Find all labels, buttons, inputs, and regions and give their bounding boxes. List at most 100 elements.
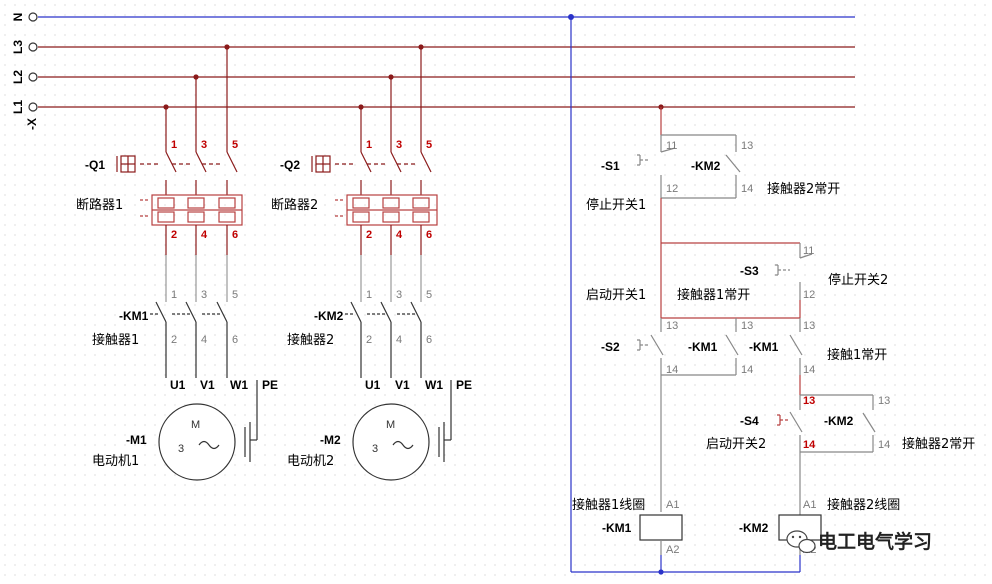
breaker-2-label: 断路器2 bbox=[271, 197, 318, 213]
km2-no-label: 接触器2常开 bbox=[767, 181, 840, 197]
rail-l2-label: L2 bbox=[11, 70, 25, 84]
motor-1-power-circuit bbox=[116, 44, 258, 481]
rail-n-terminal bbox=[28, 12, 38, 22]
m2-pin-labels: 1 3 5 2 4 6 1 3 5 2 4 6 bbox=[366, 139, 432, 346]
svg-text:A1: A1 bbox=[666, 499, 679, 511]
m1-w1: W1 bbox=[230, 378, 248, 392]
coil-1 bbox=[639, 514, 683, 541]
svg-text:3: 3 bbox=[396, 139, 402, 151]
svg-text:3: 3 bbox=[396, 289, 402, 301]
m2-tag: -M2 bbox=[320, 433, 341, 447]
coil-1-label: 接触器1线圈 bbox=[572, 497, 645, 513]
watermark: 电工电气学习 bbox=[786, 530, 932, 554]
m2-v1: V1 bbox=[395, 378, 410, 392]
m1-u1: U1 bbox=[170, 378, 186, 392]
m2-node-l1 bbox=[358, 104, 364, 110]
svg-text:3: 3 bbox=[201, 289, 207, 301]
svg-text:6: 6 bbox=[232, 334, 238, 346]
motor-1-label: 电动机1 bbox=[92, 454, 139, 469]
stop-switch-2-label: 停止开关2 bbox=[828, 272, 888, 288]
coil-2-label: 接触器2线圈 bbox=[827, 497, 900, 513]
svg-text:13: 13 bbox=[741, 320, 753, 332]
rail-l1-label: L1 bbox=[11, 100, 25, 114]
m2-w1: W1 bbox=[425, 378, 443, 392]
control-pin-labels: 11 12 13 14 11 12 13 14 13 14 13 14 13 1… bbox=[666, 140, 890, 556]
rail-n-label: N bbox=[11, 13, 25, 22]
q2-tag: -Q2 bbox=[280, 158, 300, 172]
q2-trip-block bbox=[335, 194, 438, 226]
svg-text:13: 13 bbox=[741, 140, 753, 152]
svg-text:4: 4 bbox=[201, 334, 207, 346]
rail-l1-terminal bbox=[28, 102, 38, 112]
rail-l2-terminal bbox=[28, 72, 38, 82]
svg-text:5: 5 bbox=[232, 289, 238, 301]
svg-text:14: 14 bbox=[741, 364, 753, 376]
km2-aux-tag: -KM2 bbox=[691, 159, 721, 173]
stop-switch-1-label: 停止开关1 bbox=[586, 197, 646, 213]
motor-2-label: 电动机2 bbox=[287, 454, 334, 469]
svg-text:3: 3 bbox=[201, 139, 207, 151]
m1-pin-labels: 1 3 5 2 4 6 1 3 5 2 4 6 bbox=[171, 139, 238, 346]
m1-tag: -M1 bbox=[126, 433, 147, 447]
svg-text:14: 14 bbox=[803, 364, 815, 376]
rail-x-label: -X bbox=[25, 118, 39, 130]
svg-text:13: 13 bbox=[878, 395, 890, 407]
neutral-node bbox=[568, 14, 574, 20]
svg-text:4: 4 bbox=[396, 229, 403, 241]
wechat-icon bbox=[786, 530, 816, 554]
km1-main-contacts bbox=[150, 301, 258, 440]
m2-m-letter: M bbox=[386, 419, 395, 431]
contactor-1-label: 接触器1 bbox=[92, 332, 139, 348]
m1-node-l3 bbox=[224, 44, 230, 50]
svg-text:14: 14 bbox=[878, 439, 890, 451]
m1-v1: V1 bbox=[200, 378, 215, 392]
m1-node-l1 bbox=[163, 104, 169, 110]
svg-text:A2: A2 bbox=[666, 544, 679, 556]
svg-text:1: 1 bbox=[366, 289, 372, 301]
svg-text:2: 2 bbox=[366, 229, 372, 241]
m2-node-l3 bbox=[418, 44, 424, 50]
m2-u1: U1 bbox=[365, 378, 381, 392]
m2-pe: PE bbox=[456, 378, 472, 392]
m1-node-l2 bbox=[193, 74, 199, 80]
svg-text:6: 6 bbox=[426, 334, 432, 346]
q1-tag: -Q1 bbox=[85, 158, 105, 172]
svg-text:2: 2 bbox=[366, 334, 372, 346]
supply-rails bbox=[28, 12, 855, 112]
start-switch-1-label: 启动开关1 bbox=[586, 288, 646, 303]
km2-aux-tag-b: -KM2 bbox=[824, 414, 854, 428]
km1-no-label-b: 接触1常开 bbox=[827, 347, 887, 363]
s1-tag: -S1 bbox=[601, 159, 620, 173]
km2-tag: -KM2 bbox=[314, 309, 344, 323]
svg-text:13: 13 bbox=[803, 395, 815, 407]
start-switch-2-label: 启动开关2 bbox=[706, 437, 766, 452]
km1-no-label: 接触器1常开 bbox=[677, 287, 750, 303]
svg-text:A1: A1 bbox=[803, 499, 816, 511]
coil-2-tag: -KM2 bbox=[739, 521, 769, 535]
svg-text:11: 11 bbox=[803, 245, 814, 257]
svg-text:13: 13 bbox=[666, 320, 678, 332]
svg-text:14: 14 bbox=[803, 439, 816, 451]
rail-l3-label: L3 bbox=[11, 40, 25, 54]
q2-handle-icon bbox=[311, 155, 331, 173]
svg-text:11: 11 bbox=[666, 140, 677, 152]
contactor-2-label: 接触器2 bbox=[287, 332, 334, 348]
q1-handle-icon bbox=[116, 155, 136, 173]
m2-node-l2 bbox=[388, 74, 394, 80]
svg-text:5: 5 bbox=[232, 139, 238, 151]
s2-tag: -S2 bbox=[601, 340, 620, 354]
svg-text:1: 1 bbox=[171, 289, 177, 301]
svg-text:12: 12 bbox=[803, 289, 815, 301]
km1-tag: -KM1 bbox=[119, 309, 149, 323]
svg-text:2: 2 bbox=[171, 334, 177, 346]
km1-aux-tag-b: -KM1 bbox=[749, 340, 779, 354]
svg-text:1: 1 bbox=[171, 139, 177, 151]
svg-text:4: 4 bbox=[396, 334, 402, 346]
motor-2-symbol bbox=[352, 403, 451, 481]
motor-2-power-circuit bbox=[311, 44, 452, 481]
m2-phase-count: 3 bbox=[372, 443, 378, 455]
svg-text:5: 5 bbox=[426, 289, 432, 301]
svg-text:2: 2 bbox=[171, 229, 177, 241]
